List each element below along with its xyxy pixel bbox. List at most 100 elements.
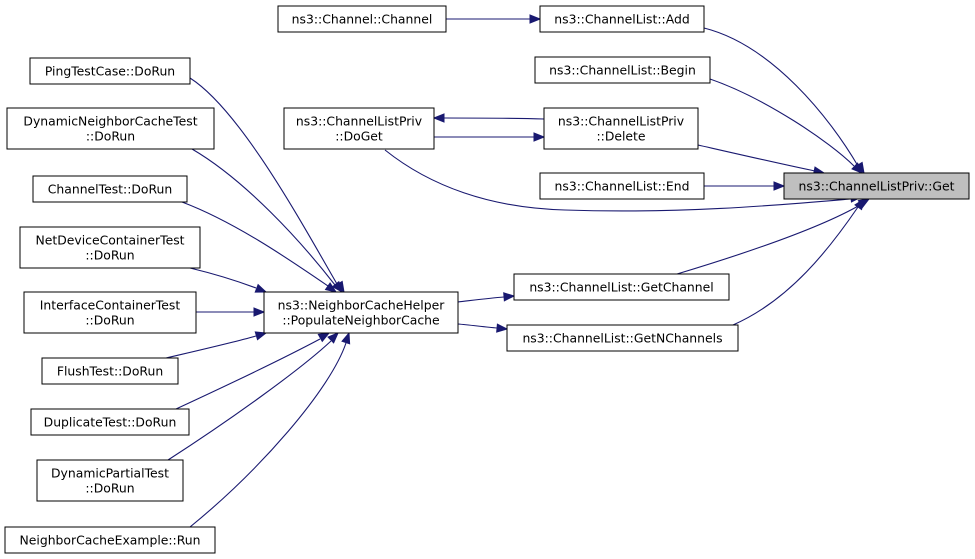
edge-line	[165, 335, 257, 359]
node-label: DynamicNeighborCacheTest	[23, 114, 197, 129]
edge-dynpartial-to-populate	[167, 332, 339, 461]
node-box	[783, 172, 970, 200]
arrowhead	[254, 283, 268, 293]
node-box	[29, 57, 191, 85]
node-doget[interactable]: ns3::ChannelListPriv::DoGet	[283, 107, 435, 150]
edge-channel_ctor-to-add	[446, 14, 542, 24]
node-box	[539, 5, 705, 33]
node-label: ::DoRun	[85, 248, 134, 263]
edge-line	[384, 149, 851, 212]
edge-line	[697, 144, 816, 172]
node-label: NetDeviceContainerTest	[35, 233, 184, 248]
edge-line	[189, 77, 338, 285]
node-getchannel[interactable]: ns3::ChannelList::GetChannel	[513, 273, 730, 301]
node-delete[interactable]: ns3::ChannelListPriv::Delete	[543, 107, 699, 150]
edge-delete-to-get	[697, 144, 826, 176]
edge-flushtest-to-populate	[165, 331, 268, 359]
node-box	[32, 175, 188, 203]
edge-line	[189, 267, 257, 289]
arrowhead	[773, 181, 786, 191]
arrowhead	[317, 332, 331, 343]
arrowhead	[254, 331, 268, 341]
edge-line	[181, 201, 329, 287]
node-getnchannels[interactable]: ns3::ChannelList::GetNChannels	[506, 324, 739, 352]
node-label: ns3::ChannelList::End	[555, 179, 690, 194]
edge-ifacetest-to-populate	[196, 307, 266, 317]
arrowhead	[324, 282, 338, 293]
node-label: ::DoGet	[335, 129, 383, 144]
node-box	[30, 408, 190, 436]
edge-line	[167, 340, 332, 461]
node-channel_ctor[interactable]: ns3::Channel::Channel	[277, 5, 447, 33]
node-label: ::DoRun	[85, 481, 134, 496]
node-label: ns3::ChannelList::Add	[554, 12, 689, 27]
node-channeltest[interactable]: ChannelTest::DoRun	[32, 175, 188, 203]
node-box	[6, 107, 215, 150]
node-populate[interactable]: ns3::NeighborCacheHelper::PopulateNeighb…	[263, 291, 459, 334]
node-ifacetest[interactable]: InterfaceContainerTest::DoRun	[23, 291, 197, 334]
node-add[interactable]: ns3::ChannelList::Add	[539, 5, 705, 33]
arrowhead	[432, 113, 445, 123]
node-label: ::DoRun	[86, 129, 135, 144]
node-dynpartial[interactable]: DynamicPartialTest::DoRun	[36, 459, 184, 502]
edge-getchannel-to-get	[676, 198, 871, 275]
arrowhead	[496, 323, 509, 333]
node-pingtest[interactable]: PingTestCase::DoRun	[29, 57, 191, 85]
edge-add-to-get	[703, 27, 865, 175]
node-label: PingTestCase::DoRun	[45, 64, 175, 79]
edge-layer	[165, 14, 871, 528]
edge-netdevtest-to-populate	[189, 267, 268, 293]
edge-line	[443, 117, 545, 120]
node-box	[543, 107, 699, 150]
node-label: DuplicateTest::DoRun	[44, 415, 177, 430]
arrowhead	[529, 14, 542, 24]
node-label: ::DoRun	[85, 313, 134, 328]
node-box	[513, 273, 730, 301]
edge-end-to-get	[704, 181, 786, 191]
edge-line	[457, 323, 498, 329]
arrowhead	[341, 331, 351, 345]
node-flushtest[interactable]: FlushTest::DoRun	[41, 357, 179, 385]
arrowhead	[851, 162, 863, 174]
node-end[interactable]: ns3::ChannelList::End	[539, 172, 705, 200]
node-box	[4, 526, 216, 554]
node-box	[277, 5, 447, 33]
node-label: ns3::ChannelList::GetNChannels	[522, 331, 722, 346]
node-box	[534, 56, 711, 84]
node-dyncachetest[interactable]: DynamicNeighborCacheTest::DoRun	[6, 107, 215, 150]
edge-line	[191, 148, 336, 286]
node-get: ns3::ChannelListPriv::Get	[783, 172, 970, 200]
edge-line	[175, 338, 321, 410]
edge-populate-to-getchannel	[457, 292, 516, 303]
edge-line	[709, 78, 855, 167]
arrowhead	[327, 332, 339, 344]
node-box	[283, 107, 435, 150]
edge-line	[703, 27, 859, 167]
node-label: ns3::ChannelList::Begin	[549, 63, 696, 78]
node-example[interactable]: NeighborCacheExample::Run	[4, 526, 216, 554]
arrowhead	[253, 307, 266, 317]
edge-duptest-to-populate	[175, 332, 331, 410]
edge-line	[457, 296, 505, 303]
node-label: ns3::ChannelListPriv::Get	[799, 179, 955, 194]
arrowhead	[533, 132, 546, 142]
edge-dyncachetest-to-populate	[191, 148, 343, 294]
node-layer: ns3::ChannelListPriv::Get ns3::Channel::C…	[4, 5, 970, 554]
node-box	[539, 172, 705, 200]
edge-channeltest-to-populate	[181, 201, 338, 293]
node-netdevtest[interactable]: NetDeviceContainerTest::DoRun	[19, 226, 201, 269]
node-label: ns3::ChannelListPriv	[558, 114, 684, 129]
edge-delete-to-doget	[432, 113, 545, 123]
node-begin[interactable]: ns3::ChannelList::Begin	[534, 56, 711, 84]
node-duptest[interactable]: DuplicateTest::DoRun	[30, 408, 190, 436]
node-label: DynamicPartialTest	[51, 466, 169, 481]
node-label: ::Delete	[596, 129, 645, 144]
node-box	[41, 357, 179, 385]
edge-example-to-populate	[189, 331, 351, 528]
edge-line	[189, 342, 347, 528]
arrowhead	[331, 280, 343, 294]
node-label: NeighborCacheExample::Run	[20, 533, 201, 548]
node-label: FlushTest::DoRun	[57, 364, 163, 379]
node-label: InterfaceContainerTest	[40, 298, 181, 313]
